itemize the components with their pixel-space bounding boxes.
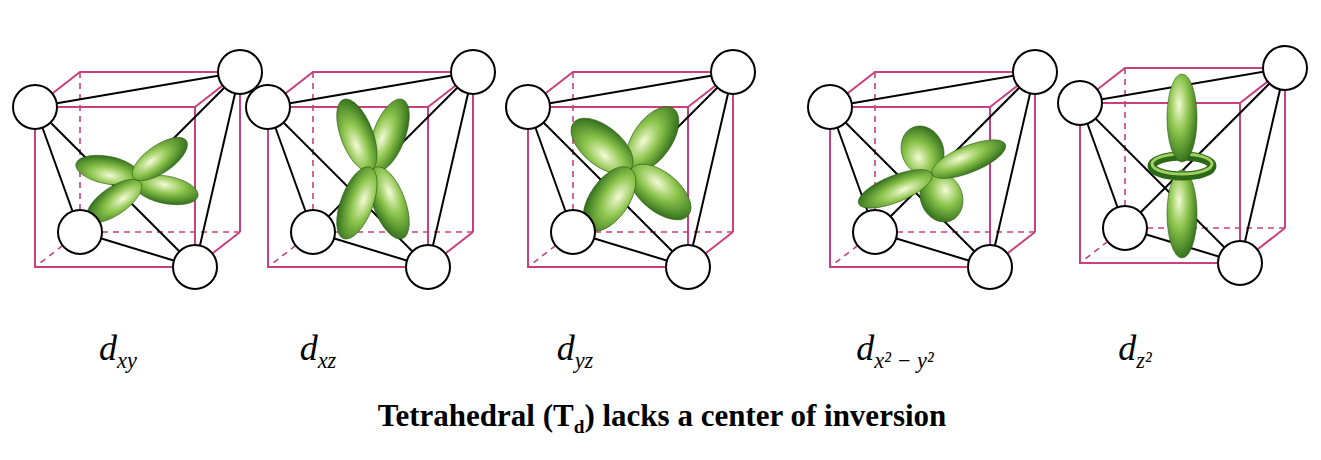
label-text: d [300, 328, 318, 368]
dx2y2-panel [808, 50, 1057, 289]
subscript-text: d [574, 416, 585, 437]
subscript-text: x² − y² [874, 348, 933, 373]
label-text: d [557, 328, 575, 368]
orbital-label: dz² [1118, 330, 1151, 373]
ligand-circles [13, 50, 262, 289]
orbital-label: dyz [557, 330, 594, 373]
orbital-lobes [329, 89, 418, 250]
title-text: Tetrahedral (Td) lacks a center of inver… [378, 400, 947, 437]
ligand-circles [246, 50, 495, 289]
orbital-lobes [1152, 74, 1212, 258]
dz2-panel [1058, 46, 1307, 285]
label-text: Tetrahedral (T [378, 398, 574, 433]
subscript-text: xz [318, 348, 337, 373]
label-text: d [856, 328, 874, 368]
orbital-label: dxz [300, 330, 337, 373]
subscript-text: yz [575, 348, 594, 373]
ligand-circles [1058, 46, 1307, 285]
dyz-panel [506, 50, 755, 289]
dxy-panel [13, 50, 262, 289]
subscript-text: z² [1136, 348, 1151, 373]
orbital-label: dxy [99, 330, 137, 373]
label-text: d [99, 328, 117, 368]
label-text: ) lacks a center of inversion [584, 398, 946, 433]
label-text: d [1118, 328, 1136, 368]
ligand-circles [808, 50, 1057, 289]
dxz-panel [246, 50, 495, 289]
orbital-label: dx² − y² [856, 330, 933, 373]
subscript-text: xy [117, 348, 137, 373]
ligand-circles [506, 50, 755, 289]
